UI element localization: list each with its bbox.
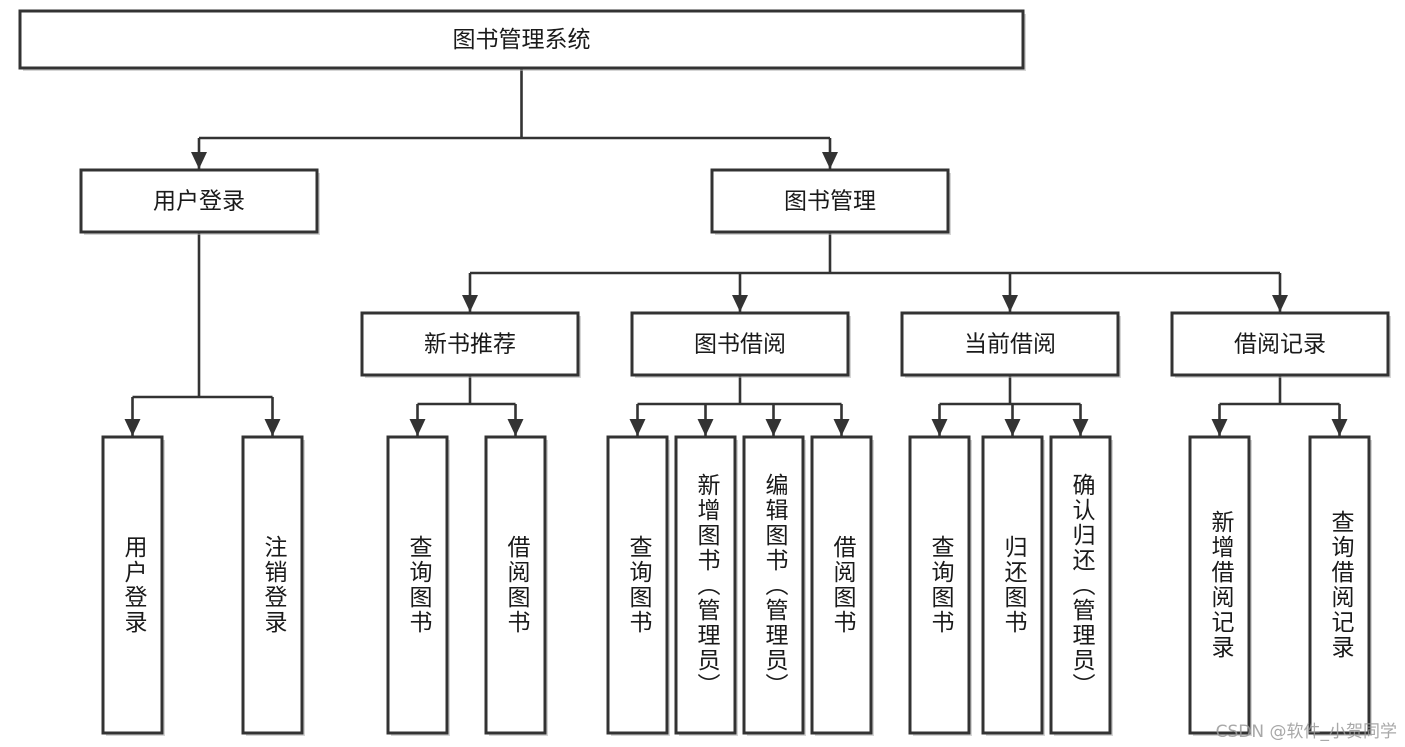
arrowhead-icon (264, 419, 281, 436)
node-box-leaf-12[interactable] (1308, 435, 1372, 736)
arrowhead-icon (409, 419, 426, 436)
node-label-level2-1: 图书管理 (784, 189, 876, 215)
node-box-leaf-5[interactable] (674, 435, 738, 736)
node-box-level3-1[interactable] (630, 311, 851, 378)
node-label-root: 图书管理系统 (453, 27, 591, 53)
node-label-level2-0: 用户登录 (153, 189, 245, 215)
arrowhead-icon (765, 419, 782, 436)
arrowhead-icon (629, 419, 646, 436)
arrowhead-icon (124, 419, 141, 436)
node-box-leaf-9[interactable] (981, 435, 1045, 736)
arrowhead-icon (1072, 419, 1089, 436)
node-box-leaf-2[interactable] (386, 435, 450, 736)
arrowhead-icon (833, 419, 850, 436)
node-box-root[interactable] (18, 9, 1026, 71)
arrowhead-icon (1002, 295, 1018, 312)
node-box-leaf-4[interactable] (606, 435, 670, 736)
node-box-leaf-8[interactable] (908, 435, 972, 736)
node-box-level3-3[interactable] (1170, 311, 1391, 378)
arrowhead-icon (822, 152, 838, 169)
node-label-level3-0: 新书推荐 (424, 332, 516, 358)
arrowhead-icon (507, 419, 524, 436)
arrowhead-icon (1004, 419, 1021, 436)
arrowhead-icon (1272, 295, 1288, 312)
node-box-leaf-10[interactable] (1049, 435, 1113, 736)
connector-lines (124, 68, 1348, 436)
node-box-level3-2[interactable] (900, 311, 1121, 378)
node-label-level3-3: 借阅记录 (1234, 332, 1326, 358)
node-box-level2-1[interactable] (710, 168, 951, 235)
node-box-level2-0[interactable] (79, 168, 320, 235)
arrowhead-icon (1211, 419, 1228, 436)
node-box-leaf-11[interactable] (1188, 435, 1252, 736)
arrowhead-icon (462, 295, 478, 312)
arrowhead-icon (697, 419, 714, 436)
arrowhead-icon (1331, 419, 1348, 436)
node-box-leaf-1[interactable] (241, 435, 305, 736)
node-label-level3-2: 当前借阅 (964, 332, 1056, 358)
csdn-watermark: CSDN @软件_小贺同学 (1215, 722, 1397, 742)
arrowhead-icon (931, 419, 948, 436)
node-box-level3-0[interactable] (360, 311, 581, 378)
node-label-level3-1: 图书借阅 (694, 332, 786, 358)
node-box-leaf-7[interactable] (810, 435, 874, 736)
node-box-leaf-0[interactable] (101, 435, 165, 736)
node-box-leaf-6[interactable] (742, 435, 806, 736)
node-box-leaf-3[interactable] (484, 435, 548, 736)
arrowhead-icon (732, 295, 748, 312)
arrowhead-icon (191, 152, 207, 169)
